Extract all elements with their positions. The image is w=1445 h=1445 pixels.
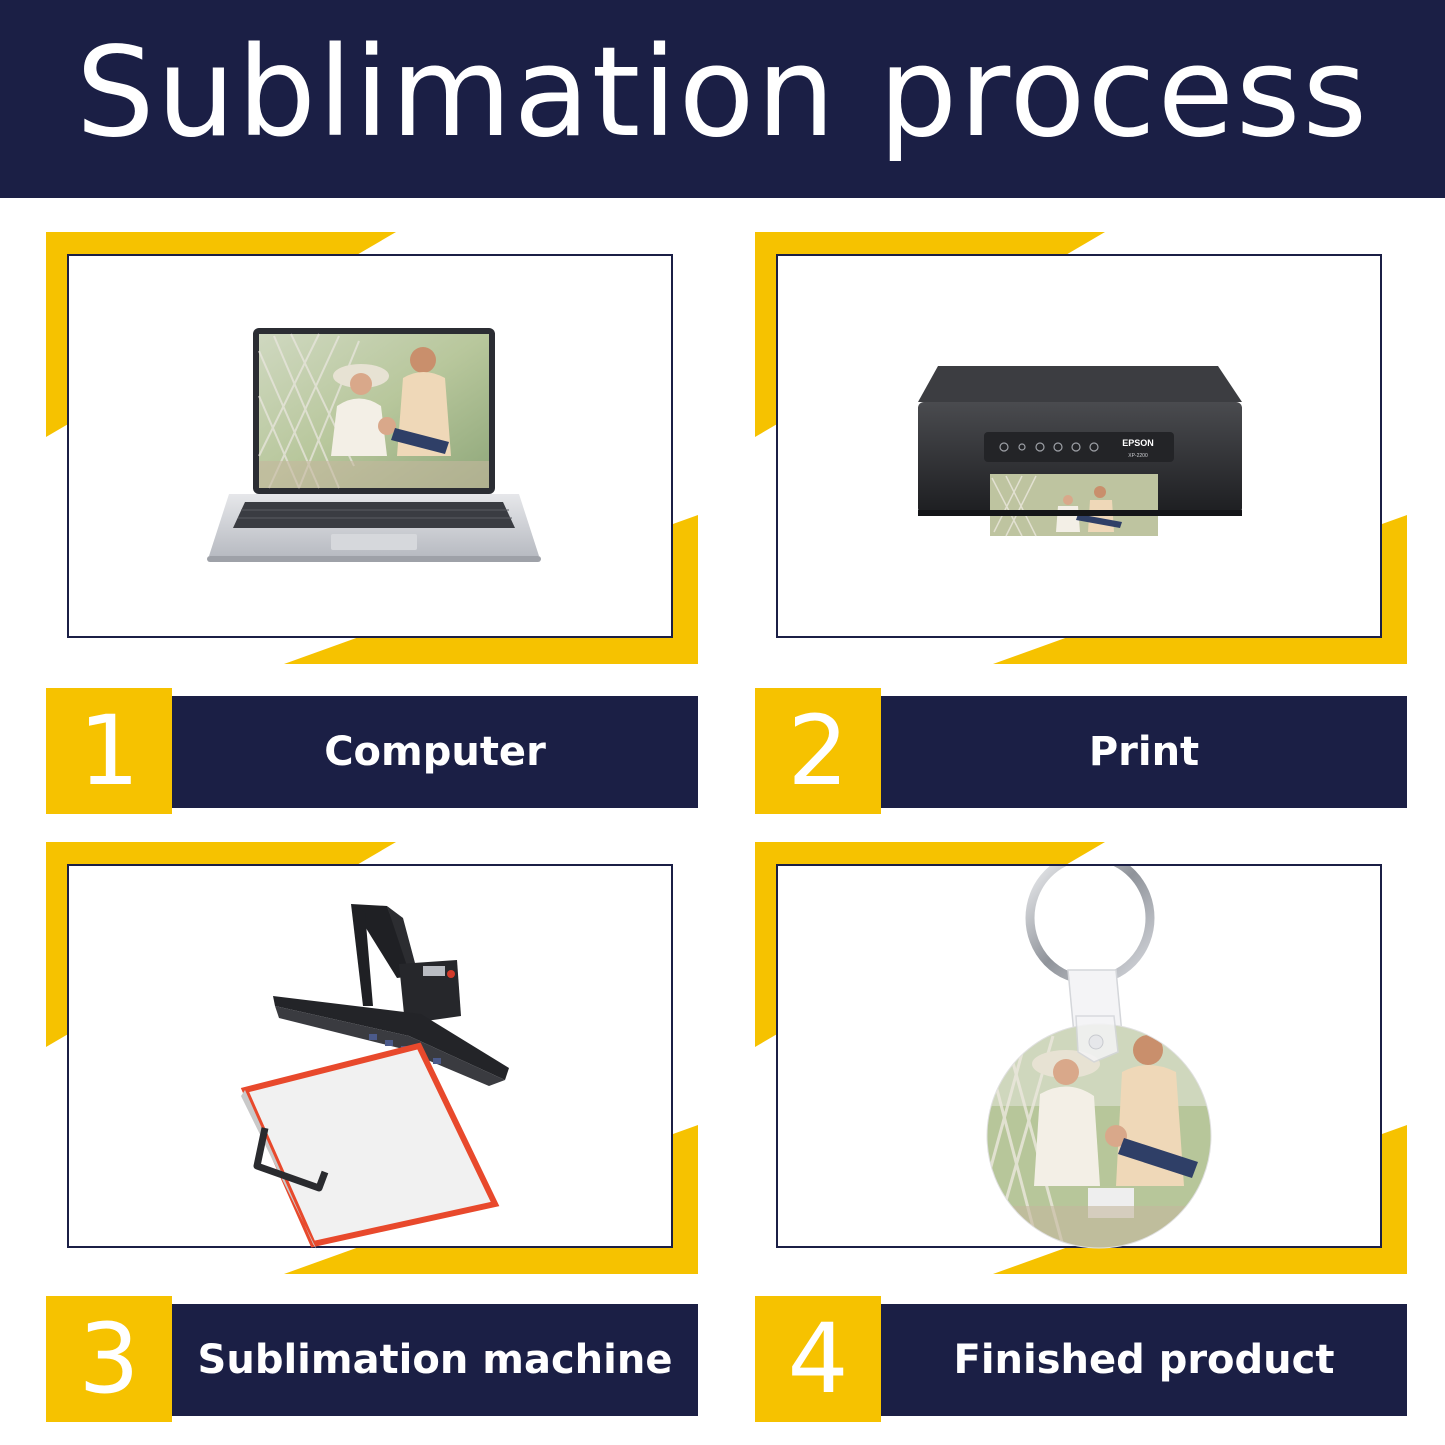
- step-title: Sublimation machine: [172, 1304, 698, 1416]
- page-title: Sublimation process: [75, 21, 1370, 165]
- printer-model-label: XP-2200: [1128, 453, 1148, 459]
- step-1-card: [46, 232, 698, 664]
- step-number: 4: [755, 1296, 881, 1422]
- step-title: Print: [881, 696, 1407, 808]
- printer-brand-label: EPSON: [1122, 438, 1154, 448]
- title-banner: Sublimation process: [0, 0, 1445, 198]
- step-image-frame: [776, 864, 1382, 1249]
- step-4-label: 4 Finished product: [755, 1296, 1407, 1422]
- step-3-card: [46, 842, 698, 1274]
- step-image-frame: [67, 254, 673, 638]
- step-4-card: [755, 842, 1407, 1274]
- printer-image: EPSON XP-2200: [918, 366, 1242, 537]
- step-title: Computer: [172, 696, 698, 808]
- laptop-image: [207, 328, 541, 562]
- step-2-label: 2 Print: [755, 688, 1407, 814]
- step-number: 3: [46, 1296, 172, 1422]
- step-3-label: 3 Sublimation machine: [46, 1296, 698, 1422]
- keychain-image: [986, 866, 1212, 1249]
- step-2-card: EPSON XP-2200: [755, 232, 1407, 664]
- step-1-label: 1 Computer: [46, 688, 698, 814]
- step-image-frame: [67, 864, 673, 1250]
- heat-press-image: [240, 904, 509, 1250]
- step-title: Finished product: [881, 1304, 1407, 1416]
- step-image-frame: EPSON XP-2200: [776, 254, 1382, 638]
- step-number: 2: [755, 688, 881, 814]
- step-number: 1: [46, 688, 172, 814]
